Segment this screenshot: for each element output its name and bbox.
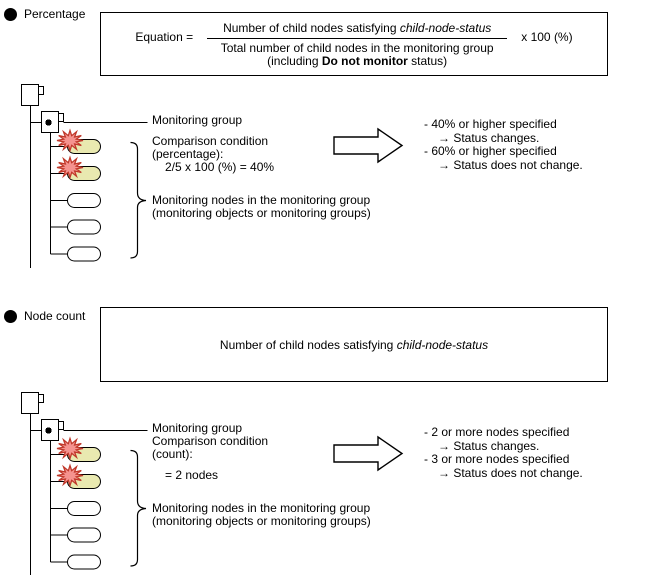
- status-starburst-icon: [56, 463, 84, 488]
- monitoring-node-pill: [67, 554, 101, 570]
- comparison-condition-line1: Comparison condition: [152, 434, 269, 448]
- numerator-variable: child-node-status: [399, 20, 492, 35]
- monitoring-node-pill: [67, 219, 101, 235]
- root-node-icon: [21, 84, 44, 106]
- result-condition: - 40% or higher specified: [424, 117, 557, 131]
- status-starburst-icon: [56, 128, 84, 153]
- comparison-condition-line1: Comparison condition: [152, 134, 269, 148]
- node-count-equation-text: Number of child nodes satisfying child-n…: [220, 338, 488, 352]
- result-condition: - 60% or higher specified: [424, 144, 557, 158]
- monitoring-group-label: Monitoring group: [152, 113, 243, 127]
- denominator-post-text: status): [407, 53, 448, 68]
- comparison-condition-line2: (percentage):: [152, 147, 224, 161]
- equation-text: Number of child nodes satisfying: [219, 337, 397, 352]
- monitoring-nodes-label-line1: Monitoring nodes in the monitoring group: [152, 193, 371, 207]
- percentage-header: Percentage: [4, 7, 85, 21]
- grouping-brace: [130, 141, 147, 259]
- section-title: Node count: [24, 309, 86, 323]
- status-starburst-icon: [56, 155, 84, 180]
- denominator-pre-text: (including: [267, 53, 322, 68]
- grouping-brace: [130, 449, 147, 567]
- percentage-equation-box: Equation = Number of child nodes satisfy…: [100, 12, 608, 76]
- monitoring-nodes-label-line2: (monitoring objects or monitoring groups…: [152, 206, 371, 220]
- comparison-condition-value: 2/5 x 100 (%) = 40%: [165, 160, 275, 174]
- equation-label: Equation =: [135, 30, 194, 44]
- monitoring-node-pill: [67, 246, 101, 262]
- denominator-bold-text: Do not monitor: [321, 53, 408, 68]
- fraction-denominator: Total number of child nodes in the monit…: [207, 39, 507, 68]
- section-bullet-icon: [4, 309, 17, 323]
- monitoring-group-node-icon: [41, 419, 64, 441]
- monitoring-tree-diagram-percentage: [21, 84, 148, 268]
- result-condition: - 2 or more nodes specified: [424, 425, 570, 439]
- root-node-icon: [21, 392, 44, 414]
- tree-connector-lines: [30, 105, 148, 268]
- big-right-arrow-icon: [333, 127, 404, 164]
- result-outcome: → Status changes.: [438, 438, 540, 453]
- equation-fraction: Number of child nodes satisfying child-n…: [207, 20, 508, 68]
- comparison-condition-value: = 2 nodes: [165, 468, 219, 482]
- node-count-results: - 2 or more nodes specified → Status cha…: [424, 425, 583, 480]
- result-outcome: → Status changes.: [438, 130, 540, 145]
- denominator-line1: Total number of child nodes in the monit…: [220, 40, 494, 55]
- denominator-line2: (including Do not monitor status): [207, 53, 507, 68]
- fraction-numerator: Number of child nodes satisfying child-n…: [207, 20, 508, 39]
- monitoring-nodes-label-line1: Monitoring nodes in the monitoring group: [152, 501, 371, 515]
- monitoring-node-pill: [67, 501, 101, 516]
- result-outcome: → Status does not change.: [438, 465, 583, 480]
- multiplier-text: x 100 (%): [521, 30, 573, 44]
- percentage-results: - 40% or higher specified → Status chang…: [424, 117, 583, 172]
- comparison-condition-line2: (count):: [152, 447, 193, 461]
- percentage-labels: Monitoring group Comparison condition (p…: [152, 114, 371, 220]
- section-bullet-icon: [4, 7, 17, 21]
- result-outcome: → Status does not change.: [438, 157, 583, 172]
- section-title: Percentage: [24, 7, 86, 21]
- monitoring-group-node-icon: [41, 111, 64, 133]
- monitoring-tree-diagram-node-count: [21, 392, 148, 575]
- result-condition: - 3 or more nodes specified: [424, 452, 570, 466]
- node-count-labels: Monitoring group Comparison condition (c…: [152, 422, 371, 528]
- monitoring-node-pill: [67, 527, 101, 543]
- monitoring-group-label: Monitoring group: [152, 421, 243, 435]
- node-count-equation-box: Number of child nodes satisfying child-n…: [100, 307, 608, 382]
- numerator-text: Number of child nodes satisfying: [223, 20, 400, 35]
- status-starburst-icon: [56, 436, 84, 461]
- monitoring-node-pill: [67, 193, 101, 208]
- tree-connector-lines: [30, 413, 148, 575]
- monitoring-nodes-label-line2: (monitoring objects or monitoring groups…: [152, 514, 371, 528]
- big-right-arrow-icon: [333, 435, 404, 472]
- equation-variable: child-node-status: [396, 337, 489, 352]
- node-count-header: Node count: [4, 309, 85, 323]
